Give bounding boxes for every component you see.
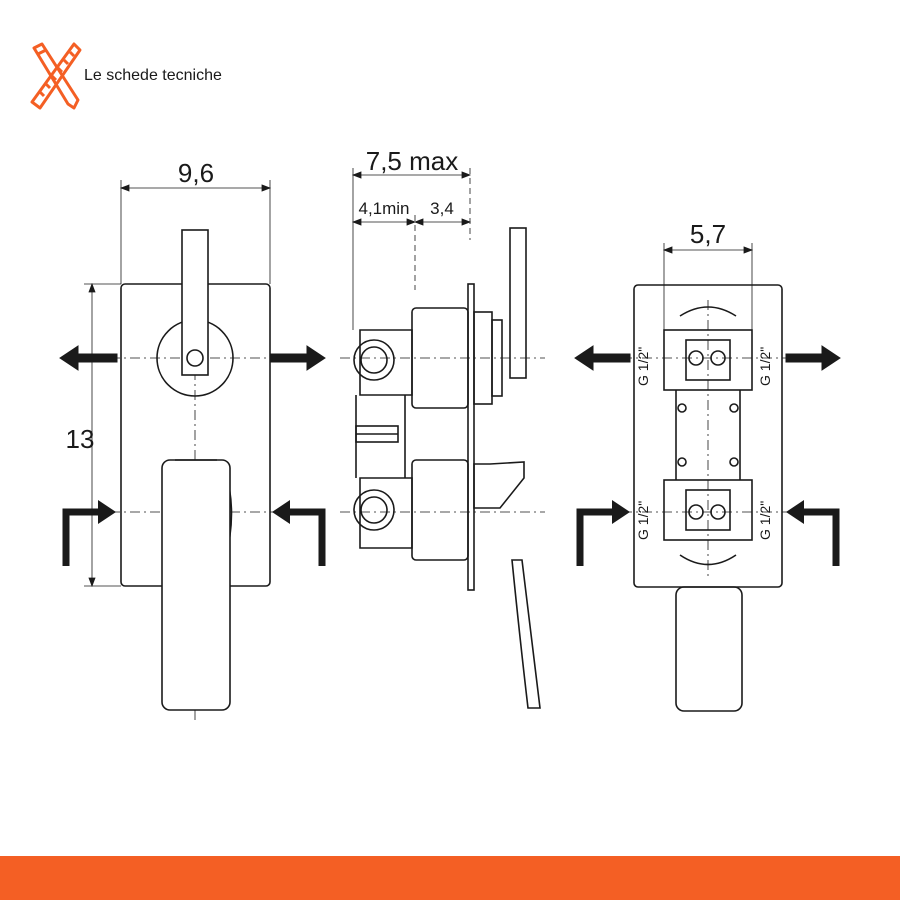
side-plate bbox=[467, 283, 475, 591]
thread-label-top-left: G 1/2" bbox=[635, 347, 651, 386]
front-flow-arrows bbox=[59, 345, 326, 566]
side-dimensions bbox=[351, 168, 472, 330]
footer-bar bbox=[0, 856, 900, 900]
thread-label-bottom-right: G 1/2" bbox=[757, 501, 773, 540]
ruler-pencil-logo-icon bbox=[30, 42, 82, 110]
brand-name: Le schede tecniche bbox=[84, 67, 222, 84]
back-spacing-label: 5,7 bbox=[690, 219, 726, 249]
inlet-arrow-right-icon bbox=[288, 508, 326, 566]
side-diverter-lever bbox=[509, 227, 527, 379]
thread-label-bottom-left: G 1/2" bbox=[635, 501, 651, 540]
arrow-head-left-icon bbox=[59, 345, 79, 371]
back-outlet-arrow-right-icon bbox=[785, 353, 827, 363]
brand-header: Le schede tecniche bbox=[28, 40, 222, 112]
front-width-label: 9,6 bbox=[178, 158, 214, 188]
inlet-arrow-left-icon bbox=[62, 508, 100, 566]
side-view bbox=[340, 215, 545, 709]
side-depth-label: 7,5 max bbox=[366, 146, 459, 176]
front-height-label: 13 bbox=[66, 424, 95, 454]
side-min-label: 4,1min bbox=[358, 199, 409, 218]
back-outlet-arrow-left-icon bbox=[589, 353, 631, 363]
back-dimensions bbox=[662, 243, 754, 330]
side-offset-label: 3,4 bbox=[430, 199, 454, 218]
diverter-lever bbox=[181, 229, 209, 376]
front-view bbox=[110, 229, 285, 720]
mixer-lever bbox=[161, 459, 231, 711]
back-inlet-arrow-left-icon bbox=[576, 508, 614, 566]
back-flow-arrows bbox=[574, 345, 841, 566]
back-inlet-arrow-right-icon bbox=[802, 508, 840, 566]
back-lever bbox=[675, 586, 743, 712]
diverter-pin bbox=[186, 349, 204, 367]
back-view bbox=[622, 284, 795, 712]
side-mixer-lever bbox=[511, 559, 541, 709]
thread-label-top-right: G 1/2" bbox=[757, 347, 773, 386]
outlet-arrow-left-icon bbox=[74, 353, 118, 363]
front-dimensions bbox=[84, 180, 272, 588]
